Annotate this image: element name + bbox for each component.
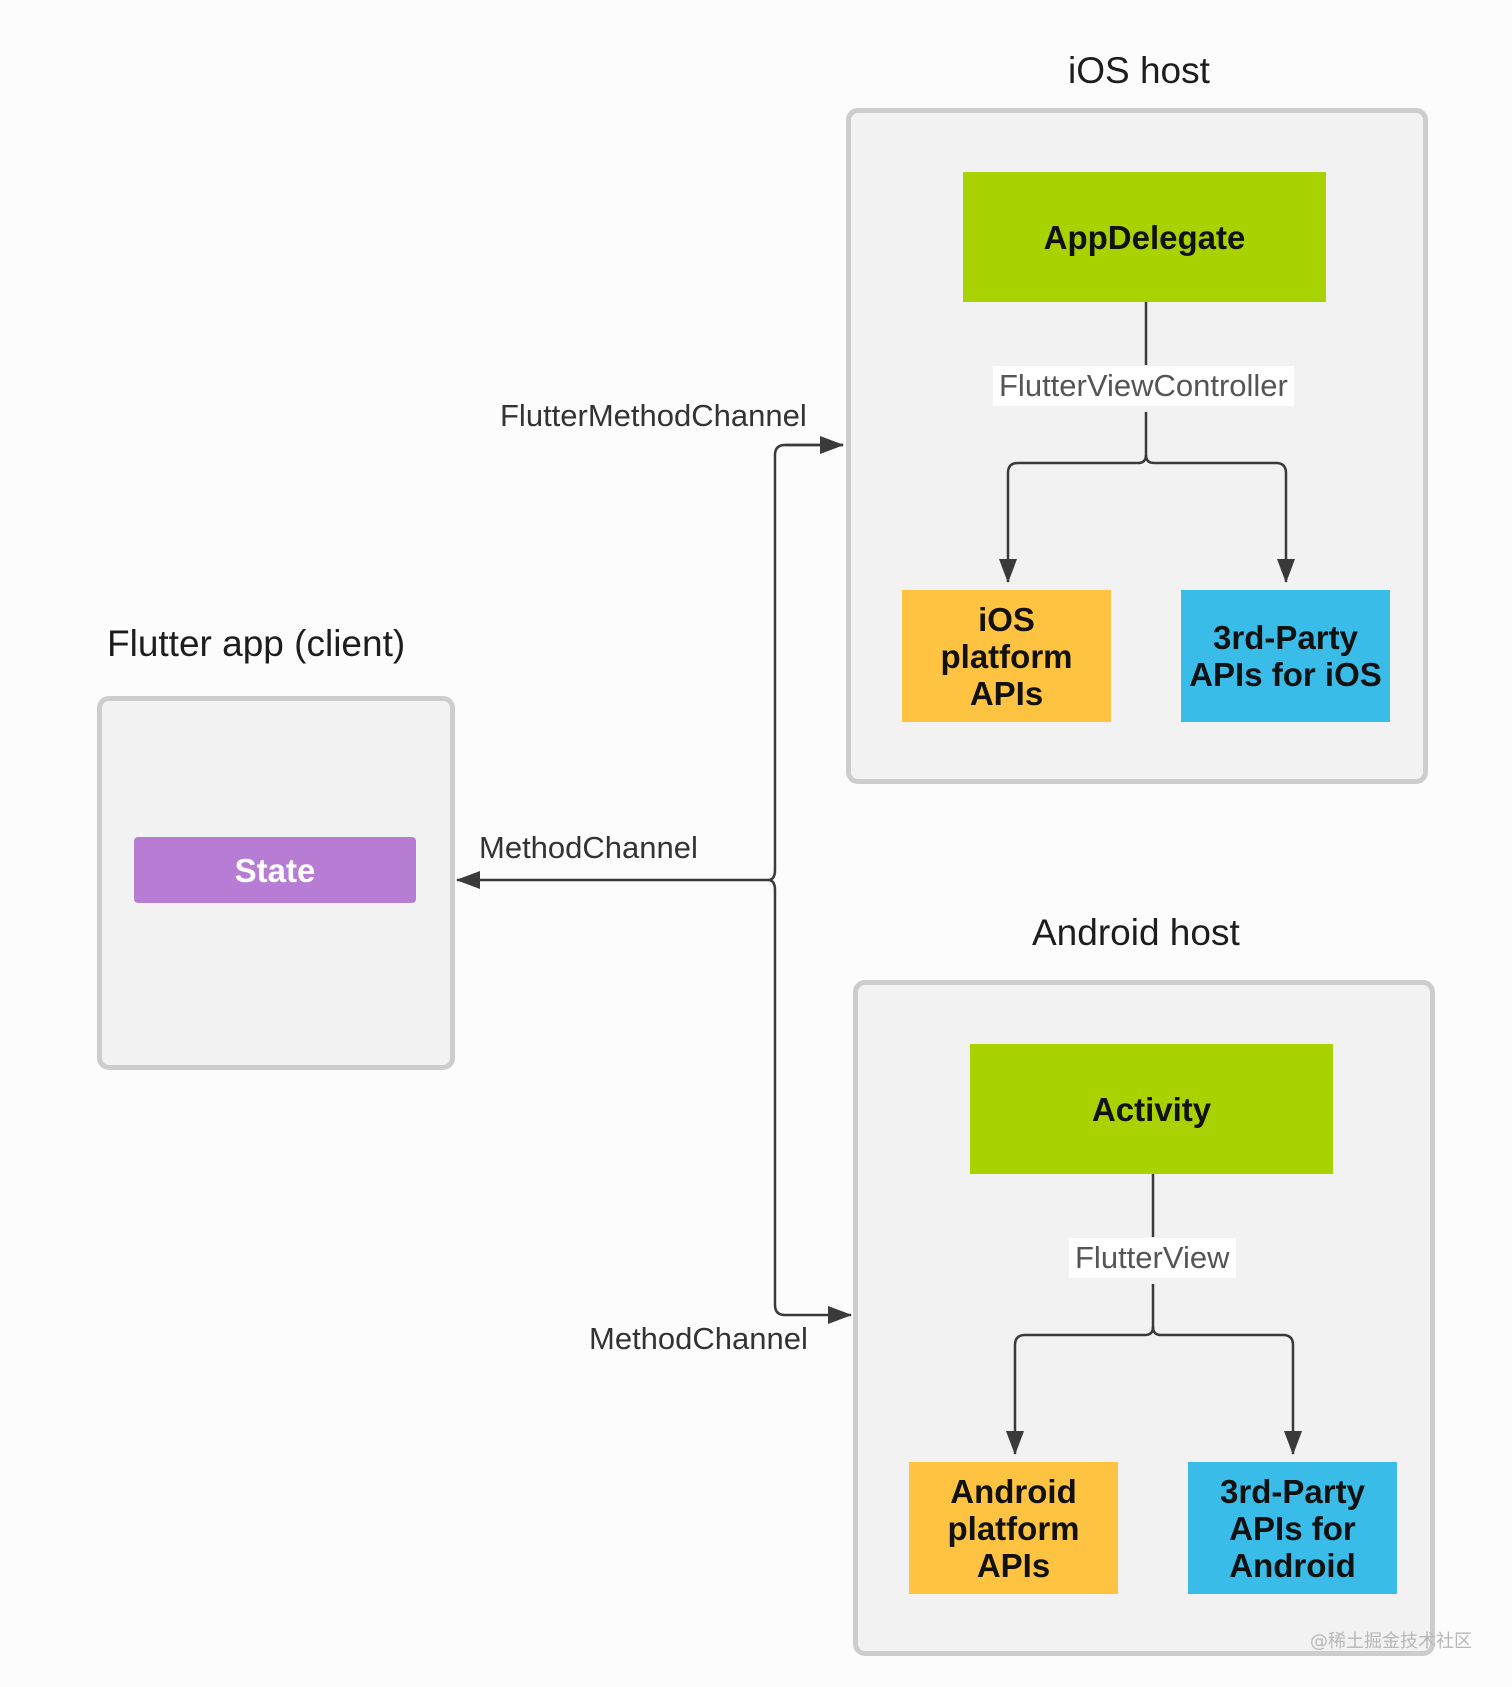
channel-trunk <box>767 443 852 1324</box>
ios-host-title: iOS host <box>1068 50 1210 91</box>
method-channel-android-label: MethodChannel <box>589 1321 808 1356</box>
app-delegate-node: AppDelegate <box>963 172 1326 302</box>
android-third-party-apis-node: 3rd-Party APIs for Android <box>1188 1462 1397 1594</box>
method-channel-client-label: MethodChannel <box>479 830 698 865</box>
android-split-right <box>1151 1326 1302 1455</box>
activity-node: Activity <box>970 1044 1333 1174</box>
flutter-view-controller-label: FlutterViewController <box>993 366 1294 406</box>
watermark: @稀土掘金技术社区 <box>1310 1631 1472 1652</box>
android-platform-apis-node: Android platform APIs <box>909 1462 1118 1594</box>
flutter-app-title: Flutter app (client) <box>107 623 406 664</box>
ios-split-right <box>1144 454 1295 583</box>
flutter-method-channel-label: FlutterMethodChannel <box>500 398 807 433</box>
android-host-title: Android host <box>1032 912 1240 953</box>
android-split <box>1006 1284 1155 1455</box>
flutter-view-label: FlutterView <box>1069 1238 1236 1278</box>
ios-platform-apis-node: iOS platform APIs <box>902 590 1111 722</box>
ios-split <box>999 412 1148 583</box>
state-node: State <box>134 837 416 903</box>
ios-third-party-apis-node: 3rd-Party APIs for iOS <box>1181 590 1390 722</box>
